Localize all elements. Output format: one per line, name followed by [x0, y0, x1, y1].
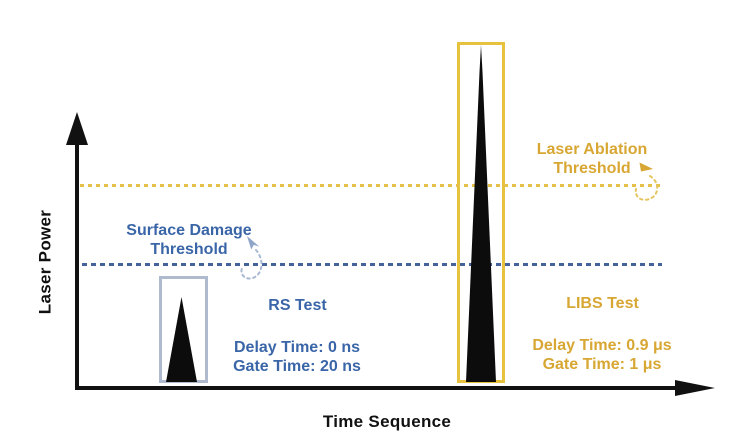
libs-test-title: LIBS Test	[566, 295, 639, 312]
libs-delay-time: Delay Time: 0.9 μs	[532, 337, 672, 354]
laser-ablation-threshold-label: Laser Ablation Threshold	[512, 140, 672, 178]
laser-ablation-threshold-line2: Threshold	[553, 160, 631, 177]
rs-delay-time: Delay Time: 0 ns	[234, 339, 360, 356]
x-axis-arrowhead-icon	[675, 380, 715, 396]
y-axis-arrowhead-icon	[66, 112, 88, 145]
surface-damage-threshold-label: Surface Damage Threshold	[108, 221, 270, 259]
rs-test-title: RS Test	[268, 297, 327, 314]
surface-damage-threshold-line1: Surface Damage	[126, 222, 252, 239]
laser-ablation-threshold-line1: Laser Ablation	[536, 141, 648, 158]
x-axis	[75, 386, 677, 390]
x-axis-label: Time Sequence	[322, 412, 452, 431]
ablation-threshold-swirl-icon	[634, 175, 659, 201]
y-axis	[75, 138, 79, 390]
surface-damage-threshold-line2: Threshold	[150, 241, 228, 258]
y-axis-label: Laser Power	[35, 209, 55, 315]
rs-gate-time: Gate Time: 20 ns	[233, 358, 361, 375]
surface-damage-threshold-line	[82, 263, 662, 266]
laser-ablation-threshold-line	[80, 184, 662, 187]
libs-gate-time: Gate Time: 1 μs	[542, 356, 662, 373]
